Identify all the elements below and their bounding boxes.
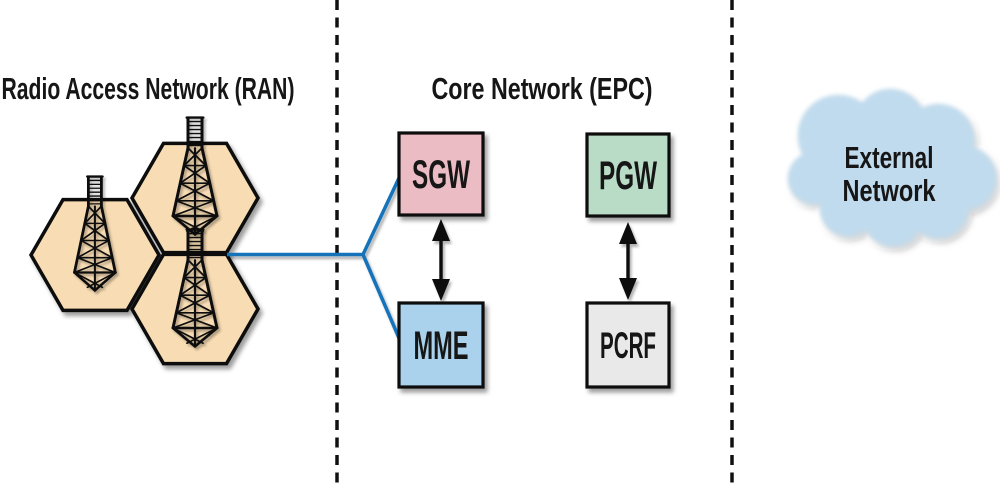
external-network-label-line2: Network xyxy=(843,173,937,208)
core-title: Core Network (EPC) xyxy=(432,71,653,106)
sgw-node xyxy=(397,131,485,217)
ran-title: Radio Access Network (RAN) xyxy=(2,71,295,106)
sgw-label: SGW xyxy=(412,153,470,197)
ran-access-link xyxy=(227,177,401,339)
pgw-pcrf-arrow xyxy=(619,222,637,300)
mme-node xyxy=(397,301,485,389)
mme-label: MME xyxy=(414,324,469,368)
pgw-label: PGW xyxy=(599,154,657,198)
pcrf-node xyxy=(585,301,671,389)
sgw-mme-arrow xyxy=(432,219,450,301)
external-network-label-line1: External xyxy=(845,140,934,175)
pgw-node xyxy=(585,132,671,218)
pcrf-label: PCRF xyxy=(600,325,656,366)
external-network-cloud xyxy=(788,89,996,246)
